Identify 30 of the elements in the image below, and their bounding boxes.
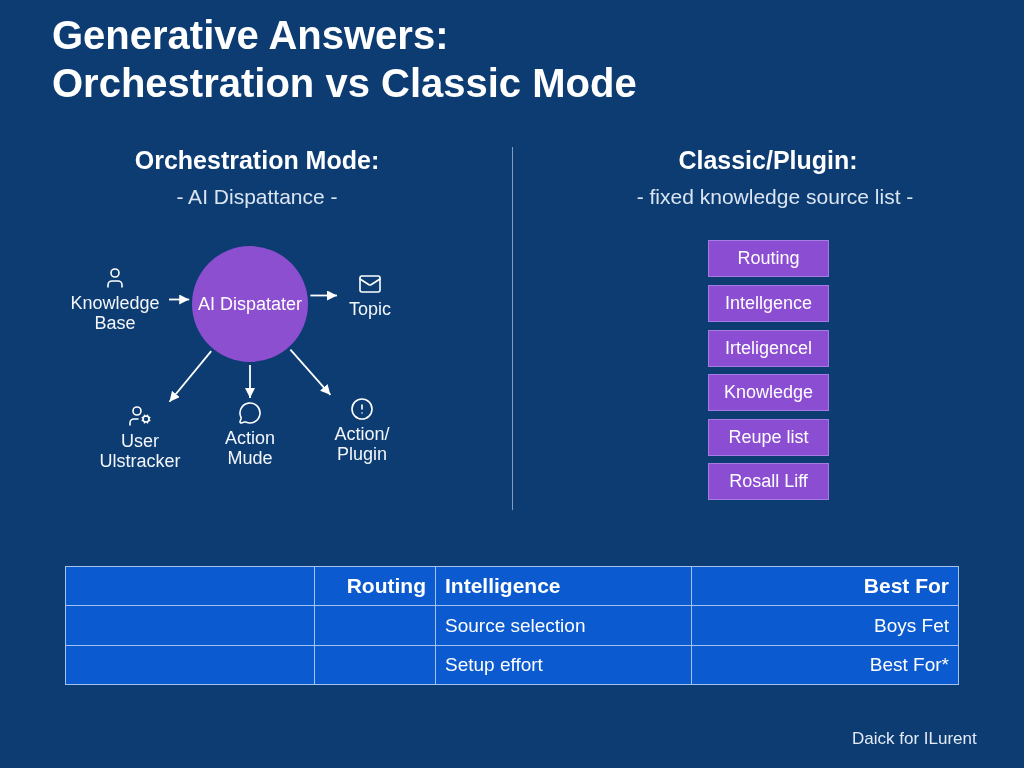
section-heading: Classic/Plugin: [677,145,859,176]
table-cell: Source selection [435,605,692,646]
header-cell: Intelligence [435,566,692,606]
source-box: Knowledge [708,374,829,411]
arrow [168,350,213,403]
table-cell: Best For* [691,645,959,685]
source-box: Reupe list [708,419,829,456]
node-label: Action Mude [224,428,276,468]
node-label: Topic [349,299,391,319]
arrow [168,294,191,305]
section-subtitle: - AI Dispattance - [175,184,339,210]
source-box: Intellgence [708,285,829,322]
header-cell: Routing [314,566,436,606]
arrow [245,364,255,399]
section-subtitle: - fixed knowledge source list - [635,184,915,210]
table-cell: Setup effort [435,645,692,685]
table-cell: Boys Fet [691,605,959,646]
node-label: User Ulstracker [98,431,182,471]
arrow [289,348,332,396]
dispatcher-circle: AI Dispatater [192,246,308,362]
footer-note: Daick for ILurent [852,728,978,750]
section-heading: Orchestration Mode: [133,145,381,176]
page-title: Generative Answers: Orchestration vs Classic Mode [52,12,638,107]
source-box: Irteligencel [708,330,829,367]
source-box: Rosall Liff [708,463,829,500]
node-label: Knowledge Base [69,293,161,333]
source-box: Routing [708,240,829,277]
arrow [309,290,338,301]
header-cell: Best For [691,566,959,606]
node-label: Action/ Plugin [333,424,391,464]
